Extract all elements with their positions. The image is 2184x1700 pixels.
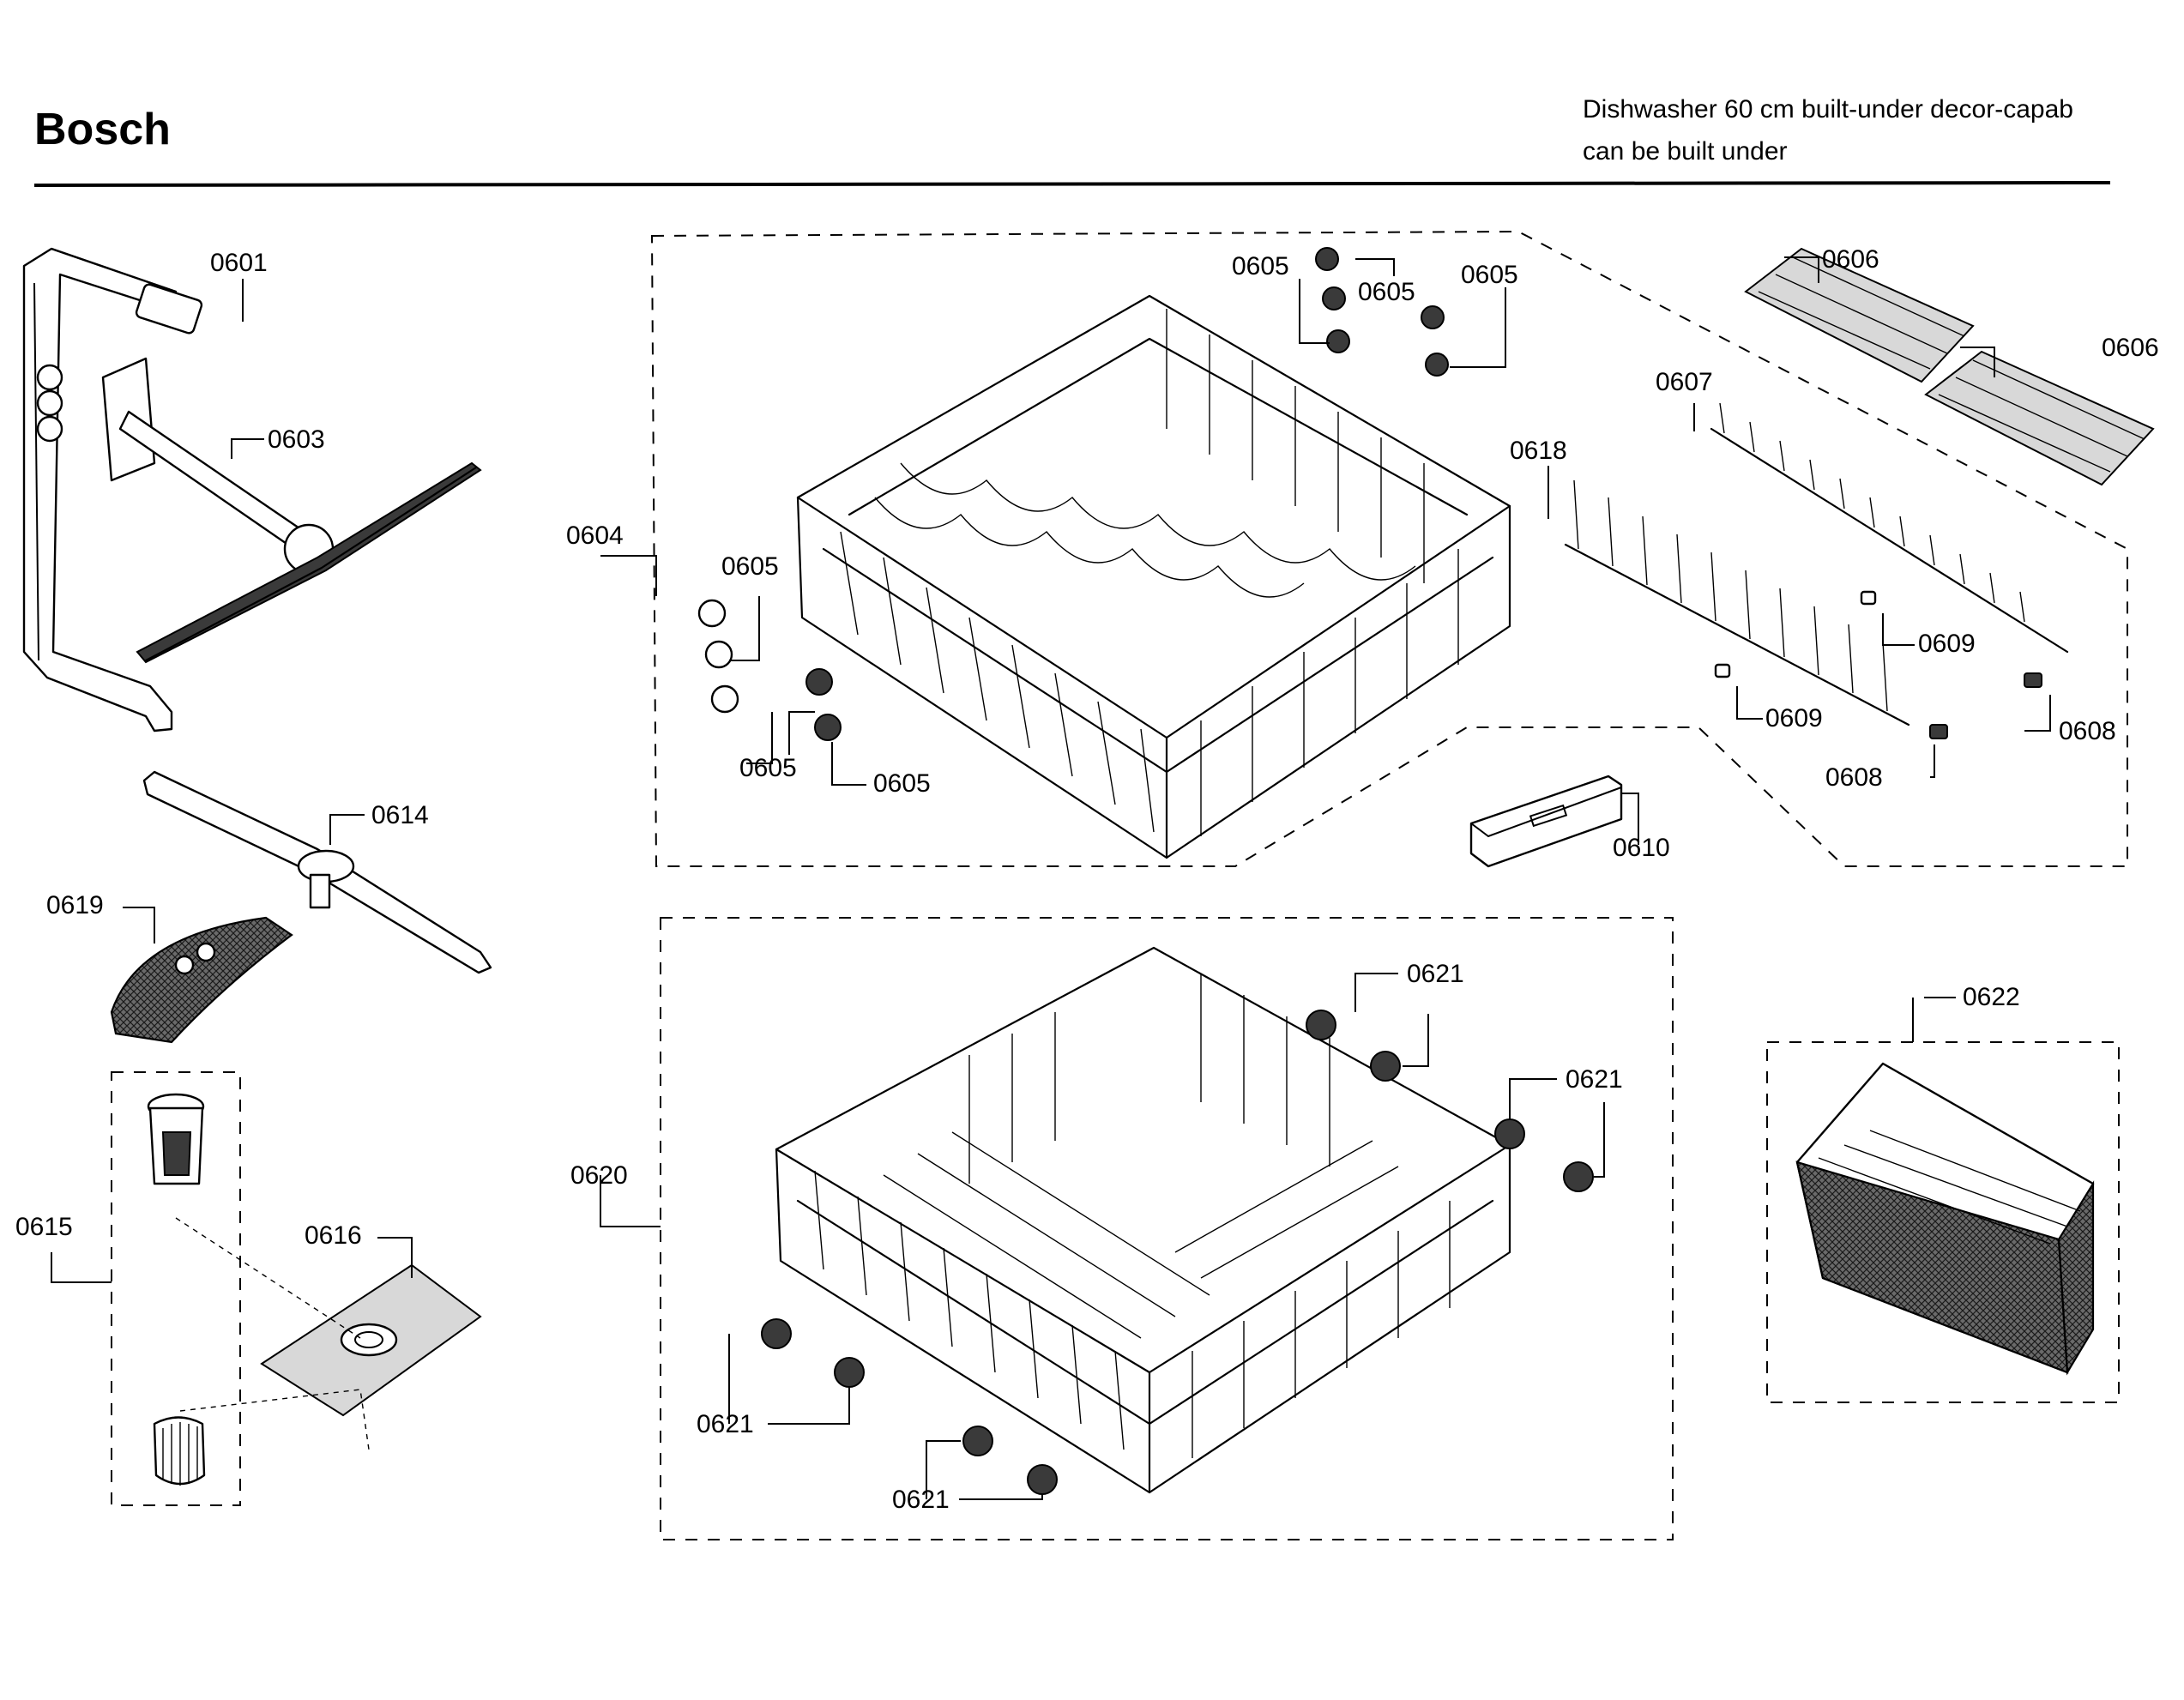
callout-0606-a: 0606 xyxy=(1822,245,1879,274)
callout-labels: 0601 0603 0604 0605 0605 0605 0605 0605 … xyxy=(15,245,2159,1514)
part-0621-rollers[interactable] xyxy=(761,1010,1594,1495)
part-0614-lower-spray-arm[interactable] xyxy=(142,770,492,974)
part-0604-upper-rack[interactable] xyxy=(796,294,1511,859)
part-0606-cup-shelf[interactable] xyxy=(1744,247,2155,486)
header-rule xyxy=(33,181,2111,187)
callout-0608-a: 0608 xyxy=(2059,717,2116,745)
part-0609-clip[interactable] xyxy=(1714,590,1877,678)
group-0604-upper-rack-outline xyxy=(650,230,2128,867)
callout-0605-f: 0605 xyxy=(873,769,931,798)
callout-0605-a: 0605 xyxy=(1232,252,1289,280)
callout-0604: 0604 xyxy=(566,521,624,550)
callout-0620: 0620 xyxy=(570,1161,628,1190)
part-0618-tine-row[interactable] xyxy=(1564,479,1910,726)
callout-0621-c: 0621 xyxy=(697,1410,754,1438)
part-0616-fine-filter-plate[interactable] xyxy=(260,1263,482,1417)
callout-0621-d: 0621 xyxy=(892,1486,950,1514)
callout-0603: 0603 xyxy=(268,425,325,454)
callout-0619: 0619 xyxy=(46,891,104,919)
part-0622-cutlery-basket[interactable] xyxy=(1795,1062,2095,1376)
callout-0605-b: 0605 xyxy=(1358,278,1415,306)
callout-0601: 0601 xyxy=(210,249,268,277)
part-0601-supply-pipe[interactable] xyxy=(22,247,203,732)
part-0620-lower-rack[interactable] xyxy=(775,946,1511,1494)
part-0615-micro-filter[interactable] xyxy=(147,1093,206,1486)
callout-0609-a: 0609 xyxy=(1918,630,1976,658)
callout-0621-a: 0621 xyxy=(1407,960,1464,988)
part-0607-tine-row[interactable] xyxy=(1710,402,2069,654)
callout-0618: 0618 xyxy=(1510,437,1567,465)
callout-0609-b: 0609 xyxy=(1765,704,1823,732)
callout-0616: 0616 xyxy=(305,1221,362,1250)
callout-0605-d: 0605 xyxy=(721,552,779,581)
model-description-2: can be built under xyxy=(1583,137,1788,166)
callout-0605-e: 0605 xyxy=(739,754,797,782)
group-0620-lower-rack-outline xyxy=(660,917,1674,1540)
callout-0608-b: 0608 xyxy=(1825,763,1883,792)
part-0619-flat-filter[interactable] xyxy=(110,916,293,1044)
callout-0610: 0610 xyxy=(1613,834,1670,862)
callout-0622: 0622 xyxy=(1963,983,2020,1011)
leader-lines xyxy=(51,256,2051,1500)
part-0605-rollers[interactable] xyxy=(697,247,1449,741)
brand-title: Bosch xyxy=(34,105,171,154)
callout-0606-b: 0606 xyxy=(2102,334,2159,362)
callout-0607: 0607 xyxy=(1656,368,1713,396)
callout-0614: 0614 xyxy=(371,801,429,829)
callout-0615: 0615 xyxy=(15,1213,73,1241)
part-0603-upper-spray-arm[interactable] xyxy=(101,357,482,664)
part-0610-rack-handle[interactable] xyxy=(1469,775,1623,868)
callout-0621-b: 0621 xyxy=(1566,1065,1623,1094)
part-0608-clip[interactable] xyxy=(1929,672,2042,739)
model-description: Dishwasher 60 cm built-under decor-capab xyxy=(1583,95,2073,124)
callout-0605-c: 0605 xyxy=(1461,261,1518,289)
group-0615-filter-system xyxy=(111,1071,241,1506)
